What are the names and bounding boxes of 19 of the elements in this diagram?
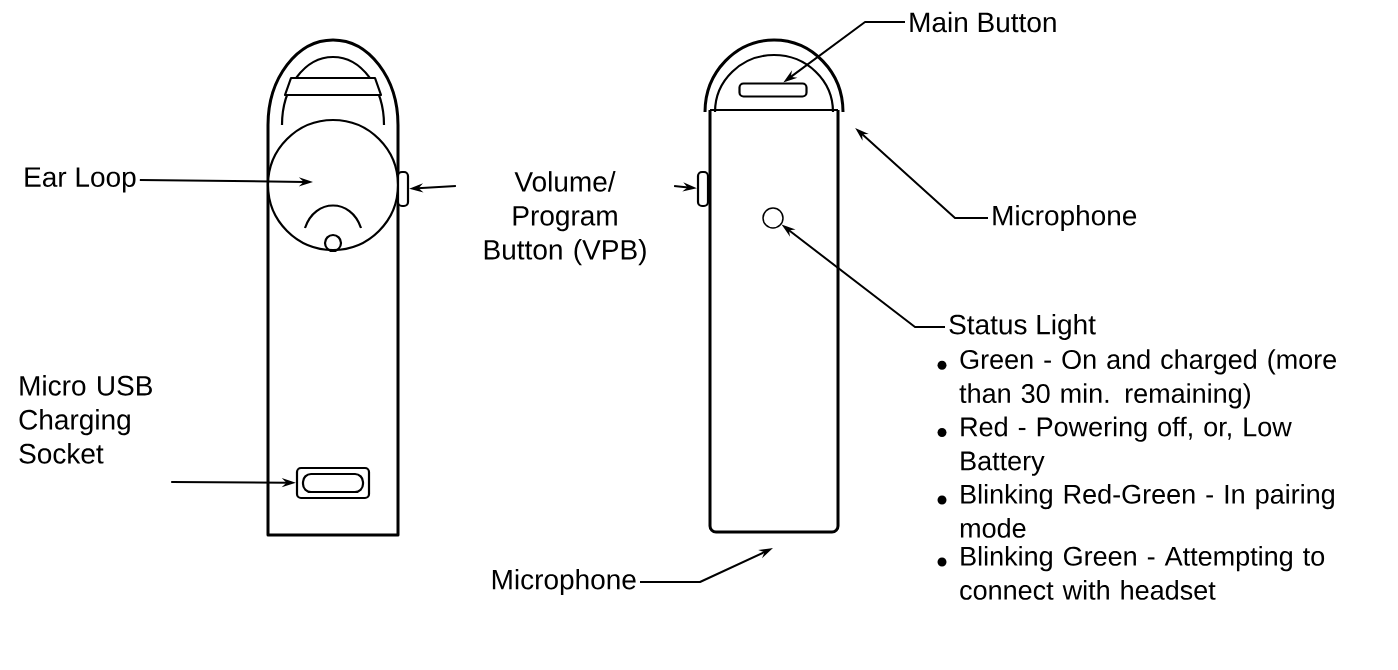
status-description: Blinking Green - Attempting to connect with headset bbox=[960, 546, 1325, 600]
part-label: Micro USB Charging Socket bbox=[19, 375, 152, 464]
part-label: Ear Loop bbox=[25, 167, 136, 193]
status-description: Red - Powering off, or, Low Battery bbox=[961, 416, 1292, 476]
ear-cushion bbox=[266, 118, 400, 253]
status-description: Green - On and charged (more than 30 min. remaining) bbox=[959, 349, 1336, 409]
part-label: Microphone bbox=[993, 204, 1137, 232]
side-button bbox=[396, 170, 410, 208]
usb-socket bbox=[295, 466, 371, 500]
status-description: Blinking Red-Green - In pairing mode bbox=[960, 484, 1334, 538]
part-label: Volume/ Program Button (VPB) bbox=[484, 171, 646, 266]
headset-drawing bbox=[703, 38, 845, 534]
main-button bbox=[738, 82, 808, 98]
part-label: Status Light bbox=[949, 313, 1096, 341]
part-label: Microphone bbox=[492, 568, 636, 596]
part-label: Main Button bbox=[910, 11, 1056, 33]
status-light bbox=[762, 207, 784, 229]
side-button bbox=[696, 170, 710, 208]
headset-drawing bbox=[266, 38, 400, 537]
